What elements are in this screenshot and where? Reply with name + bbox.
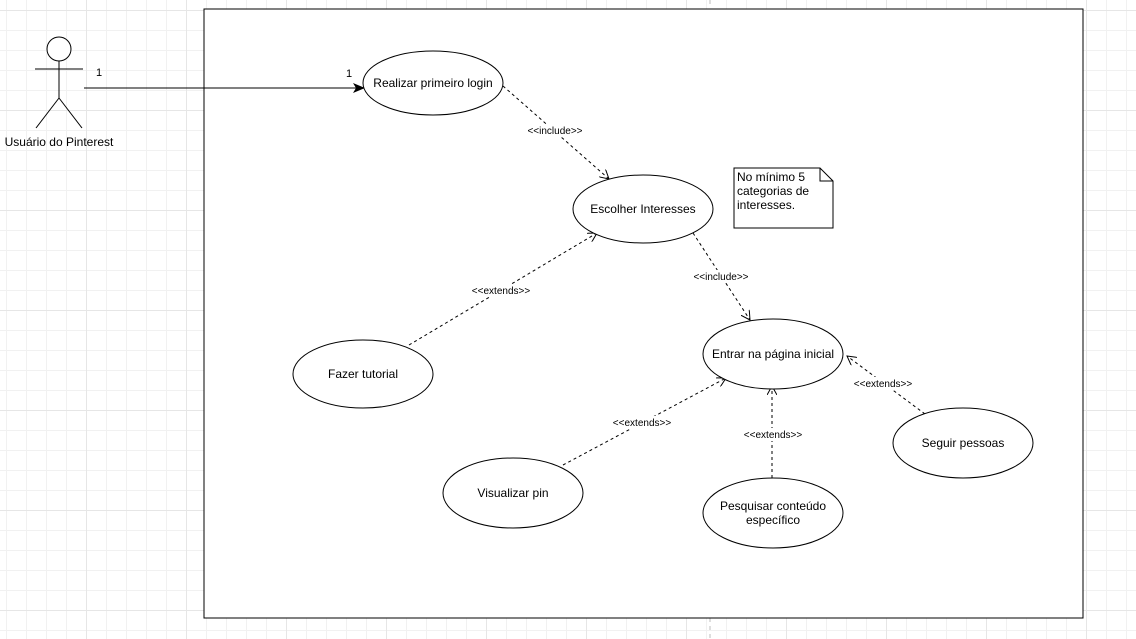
usecase-entrar-pagina-inicial[interactable]: Entrar na página inicial: [702, 318, 844, 390]
actor-right-leg: [58, 97, 83, 129]
actor-head: [46, 36, 72, 62]
actor-usuario[interactable]: Usuário do Pinterest: [5, 36, 114, 149]
actor-multiplicity: 1: [96, 67, 102, 79]
extends-label-seguir: <<extends>>: [849, 377, 917, 390]
usecase-label: Realizar primeiro login: [373, 76, 492, 90]
usecase-label: Seguir pessoas: [922, 436, 1005, 450]
usecase-label: Fazer tutorial: [328, 367, 398, 381]
note-line3: interesses.: [737, 198, 795, 212]
usecase-fazer-tutorial[interactable]: Fazer tutorial: [292, 339, 434, 409]
usecase-label: Escolher Interesses: [590, 202, 695, 216]
svg-text:<<include>>: <<include>>: [527, 126, 582, 137]
usecase-label-line2: específico: [746, 513, 800, 527]
note[interactable]: No mínimo 5 categorias de interesses.: [733, 167, 834, 229]
usecase-escolher-interesses[interactable]: Escolher Interesses: [572, 174, 714, 244]
usecase-label: Visualizar pin: [477, 486, 548, 500]
usecase-multiplicity: 1: [346, 68, 352, 80]
svg-text:<<extends>>: <<extends>>: [744, 430, 803, 441]
extends-label-tutorial: <<extends>>: [467, 284, 535, 297]
svg-text:<<extends>>: <<extends>>: [854, 379, 913, 390]
note-shape: [733, 167, 834, 229]
extends-label-pesquisar: <<extends>>: [739, 428, 807, 441]
include-label-2: <<include>>: [689, 270, 753, 283]
extends-label-visualizar: <<extends>>: [608, 416, 676, 429]
system-boundary[interactable]: [203, 8, 1084, 619]
usecase-visualizar-pin[interactable]: Visualizar pin: [442, 457, 584, 529]
usecase-label: Entrar na página inicial: [712, 347, 834, 361]
usecase-label-line1: Pesquisar conteúdo: [720, 499, 826, 513]
note-line2: categorias de: [737, 184, 809, 198]
usecase-pesquisar-conteudo[interactable]: Pesquisar conteúdo específico: [702, 477, 844, 549]
svg-text:<<extends>>: <<extends>>: [613, 418, 672, 429]
include-label-1: <<include>>: [523, 124, 587, 137]
usecase-seguir-pessoas[interactable]: Seguir pessoas: [892, 407, 1034, 479]
usecase-realizar-primeiro-login[interactable]: Realizar primeiro login: [362, 50, 504, 116]
include-edge-interesses-pagina[interactable]: [692, 232, 750, 320]
note-line1: No mínimo 5: [737, 170, 805, 184]
svg-text:<<include>>: <<include>>: [693, 272, 748, 283]
actor-left-leg: [35, 97, 60, 129]
actor-label: Usuário do Pinterest: [5, 135, 114, 149]
note-fold: [819, 168, 833, 182]
svg-text:<<extends>>: <<extends>>: [472, 286, 531, 297]
